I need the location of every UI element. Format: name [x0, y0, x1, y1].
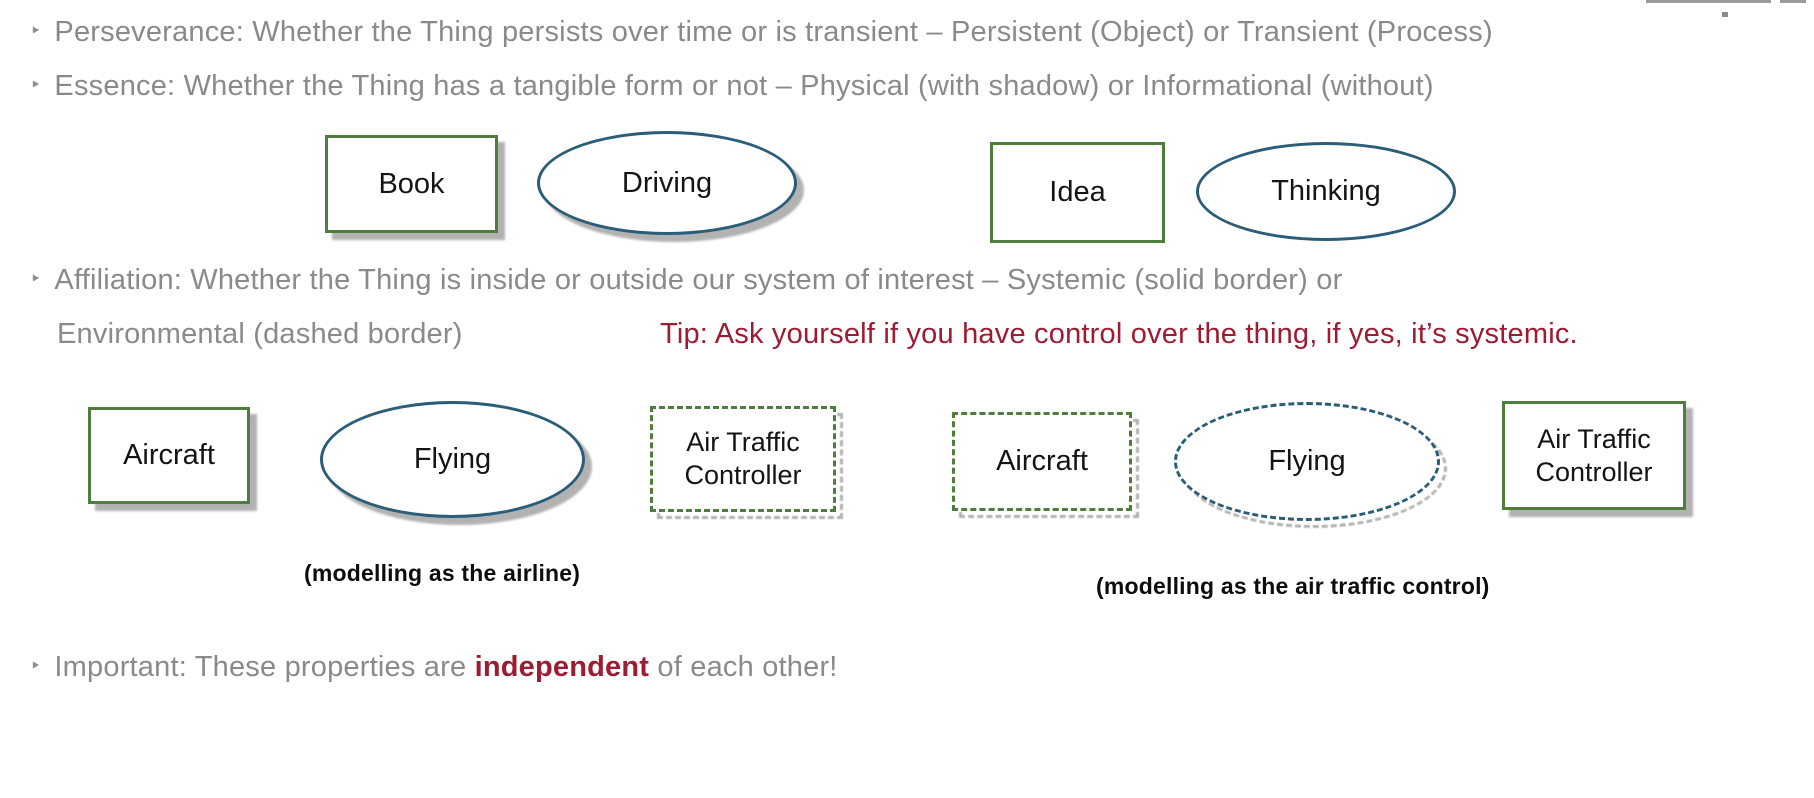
caption-atc-modelling: (modelling as the air traffic control): [1096, 573, 1490, 599]
shape-flying-environmental: Flying: [1174, 402, 1447, 528]
shape-driving-label: Driving: [621, 166, 713, 199]
shape-flying-label: Flying: [1268, 445, 1346, 477]
bullet-marker-icon: ‣: [30, 75, 42, 96]
shape-driving-process: Driving: [537, 131, 804, 242]
tip-text: Tip: Ask yourself if you have control ov…: [660, 318, 1578, 350]
bullet-marker-icon: ‣: [30, 21, 42, 42]
shape-flying-systemic: Flying: [320, 401, 592, 525]
bullet-important-text: Important: These properties are independ…: [54, 651, 838, 683]
bullet-affiliation-text-line2: Environmental (dashed border): [57, 318, 463, 350]
shape-thinking-process: Thinking: [1196, 142, 1456, 241]
bullet-affiliation: ‣ Affiliation: Whether the Thing is insi…: [30, 263, 1342, 297]
caption-airline-modelling: (modelling as the airline): [304, 560, 581, 586]
bullet-essence: ‣ Essence: Whether the Thing has a tangi…: [30, 69, 1434, 103]
important-emphasis: independent: [474, 651, 650, 683]
shape-aircraft-systemic: Aircraft: [88, 407, 257, 511]
bullet-perseverance: ‣ Perseverance: Whether the Thing persis…: [30, 15, 1493, 49]
shape-thinking-label: Thinking: [1271, 175, 1381, 207]
bullet-affiliation-text-line1: Affiliation: Whether the Thing is inside…: [54, 264, 1343, 296]
shape-book-label: Book: [378, 167, 445, 200]
bullet-essence-text: Essence: Whether the Thing has a tangibl…: [54, 70, 1434, 102]
bullet-marker-icon: ‣: [30, 269, 42, 290]
shape-flying-label: Flying: [413, 443, 492, 475]
shape-aircraft-label: Aircraft: [123, 439, 215, 471]
cropped-ui-fragment: [1646, 0, 1771, 3]
shape-book-object: Book: [325, 135, 505, 240]
shape-aircraft-label: Aircraft: [996, 445, 1088, 477]
bullet-important: ‣ Important: These properties are indepe…: [30, 650, 838, 684]
cropped-ui-fragment: [1780, 0, 1806, 3]
bullet-marker-icon: ‣: [30, 656, 42, 677]
cropped-ui-fragment: [1722, 12, 1728, 17]
shape-aircraft-environmental: Aircraft: [952, 412, 1139, 518]
bullet-perseverance-text: Perseverance: Whether the Thing persists…: [54, 16, 1493, 48]
shape-idea-object: Idea: [990, 142, 1165, 243]
shape-idea-label: Idea: [1049, 176, 1106, 208]
